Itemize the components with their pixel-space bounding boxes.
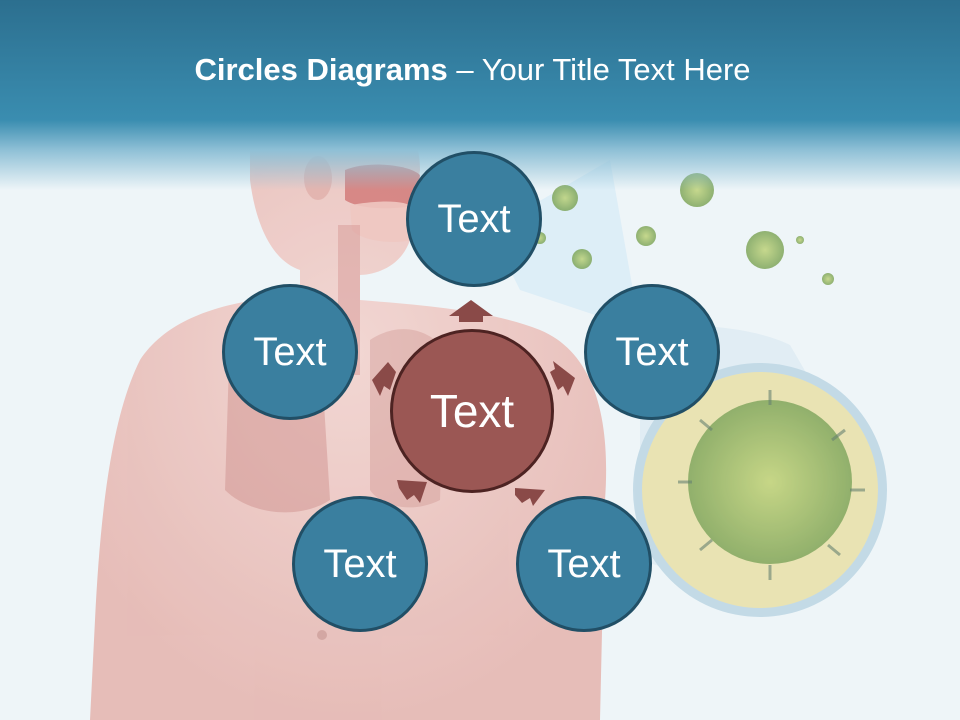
title-main: Circles Diagrams (194, 52, 448, 87)
title-dash: – (456, 52, 474, 87)
arrow-top (449, 300, 493, 322)
node-center: Text (390, 329, 554, 493)
arrow-lower-right (515, 488, 545, 506)
arrow-upper-left (372, 362, 396, 396)
node-lower-right: Text (516, 496, 652, 632)
node-upper-right: Text (584, 284, 720, 420)
air-beam-illustration (490, 160, 640, 330)
arrow-upper-right (550, 361, 575, 396)
diagram-arrows (372, 300, 575, 506)
node-top: Text (406, 151, 542, 287)
virus-particle-magnified-icon (633, 325, 887, 617)
title-subtitle: Your Title Text Here (481, 52, 751, 87)
arrow-lower-left (397, 480, 427, 503)
node-upper-left: Text (222, 284, 358, 420)
node-lower-left: Text (292, 496, 428, 632)
slide-title: Circles Diagrams – Your Title Text Here (0, 52, 945, 88)
